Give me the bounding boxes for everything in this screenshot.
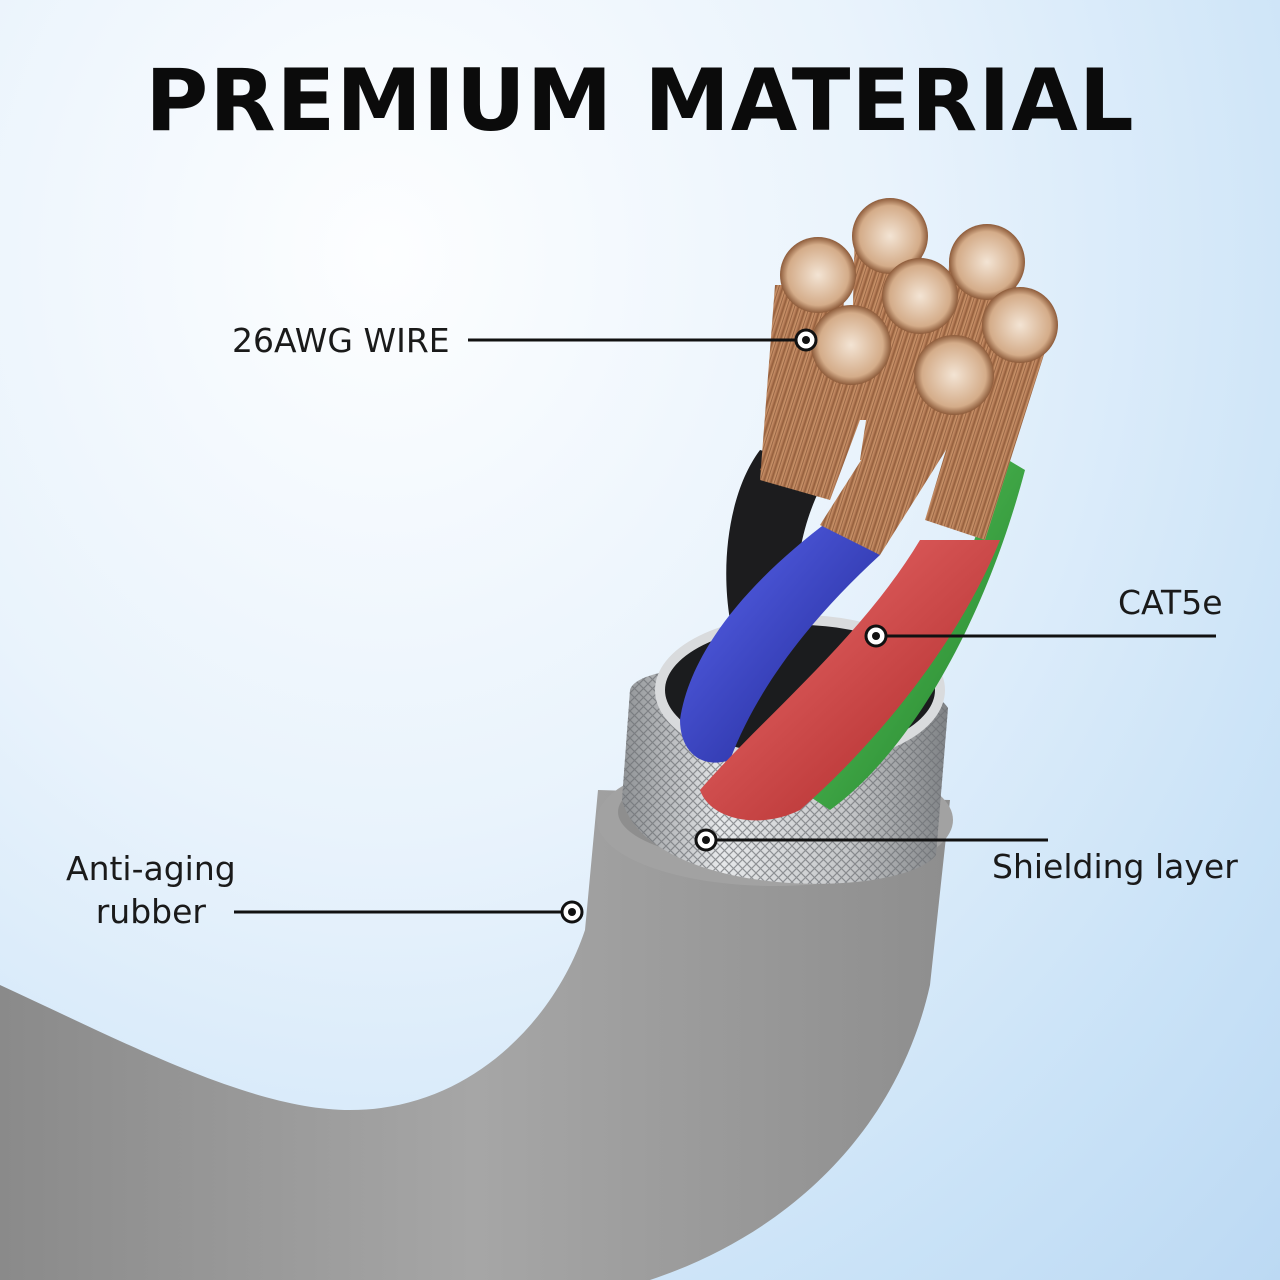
callout-rubber	[234, 900, 584, 924]
label-26awg-wire: 26AWG WIRE	[232, 321, 450, 360]
callout-wire	[468, 328, 818, 352]
page-title: PREMIUM MATERIAL	[145, 51, 1135, 151]
label-cat5e: CAT5e	[1118, 583, 1223, 622]
label-anti-aging-rubber: Anti-aging rubber	[66, 848, 236, 934]
label-rubber-line2: rubber	[95, 891, 206, 931]
label-shielding-layer: Shielding layer	[992, 847, 1238, 886]
callout-shielding	[694, 828, 1048, 852]
label-rubber-line1: Anti-aging	[66, 849, 236, 888]
callout-cat5e	[864, 624, 1216, 648]
core-wires	[680, 450, 1025, 821]
